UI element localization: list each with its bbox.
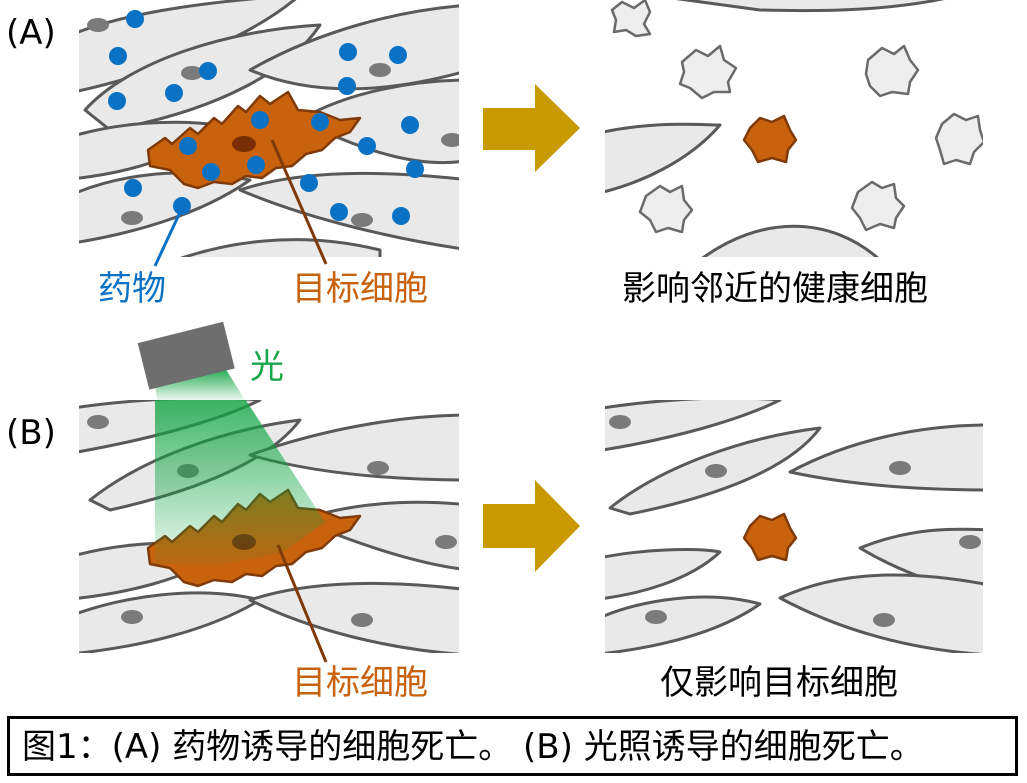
dead-target-cell-a xyxy=(742,114,798,164)
light-label: 光 xyxy=(250,347,284,387)
target-cell-label-b: 目标细胞 xyxy=(292,663,428,703)
panel-b-tissue xyxy=(79,400,459,653)
drug-label: 药物 xyxy=(98,269,166,309)
panel-b-label: (B) xyxy=(6,413,56,453)
panel-a-tissue xyxy=(79,0,459,257)
target-pointer-line-a xyxy=(270,139,328,265)
panel-b-result xyxy=(605,400,983,653)
figure-canvas: (A) (B) 药物 目标细胞 影响邻近的健康细胞 光 目标细胞 仅影响目标细胞 xyxy=(6,0,983,703)
panel-a-label: (A) xyxy=(6,13,56,53)
drug-molecules xyxy=(108,10,424,225)
drug-pointer-line xyxy=(153,207,184,267)
arrow-right-a xyxy=(483,84,580,172)
arrow-right-b xyxy=(483,480,580,572)
dead-target-cell-b xyxy=(742,512,798,562)
result-a-text: 影响邻近的健康细胞 xyxy=(622,269,928,309)
caption-box: 图1：(A) 药物诱导的细胞死亡。 (B) 光照诱导的细胞死亡。 xyxy=(7,716,1018,776)
light-beam xyxy=(155,400,325,564)
target-pointer-line-b xyxy=(276,544,328,663)
light-source xyxy=(137,321,235,390)
light-beam-top xyxy=(155,368,245,400)
figure-caption: 图1：(A) 药物诱导的细胞死亡。 (B) 光照诱导的细胞死亡。 xyxy=(22,727,924,767)
result-b-text: 仅影响目标细胞 xyxy=(660,663,898,703)
target-cell-label: 目标细胞 xyxy=(292,269,428,309)
panel-a-result xyxy=(605,0,983,257)
